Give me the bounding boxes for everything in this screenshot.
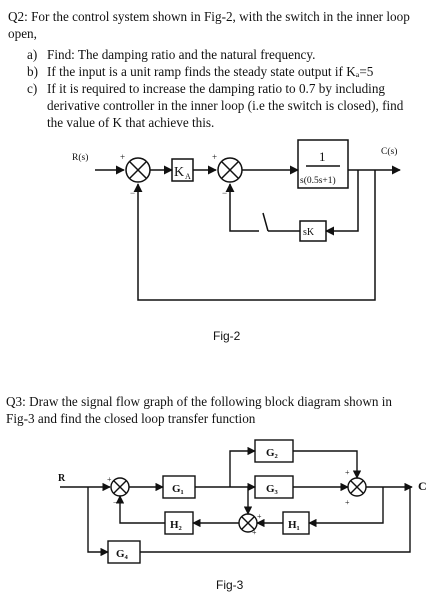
fig3-g2-label: G₂ — [266, 447, 279, 459]
svg-text:+: + — [252, 528, 257, 537]
svg-text:−: − — [130, 188, 135, 198]
fig3-g4-path — [140, 487, 411, 553]
fig2-plant-block — [297, 139, 349, 189]
fig2-output-label: C(s) — [381, 146, 397, 157]
fig2-gain-subscript: A — [185, 172, 191, 181]
svg-text:+: + — [257, 512, 262, 521]
svg-text:+: + — [107, 475, 112, 484]
fig2-outer-feedback — [133, 170, 376, 301]
fig2-caption: Fig-2 — [213, 329, 241, 343]
q2-item-c-line1: If it is required to increase the dampin… — [47, 81, 386, 96]
fig3-h2-label: H₂ — [170, 519, 183, 531]
fig2-inner-feedback — [325, 170, 359, 236]
q2-item-c-marker: c) — [27, 81, 38, 96]
fig2-switch — [262, 212, 269, 232]
fig3-output-label: C — [418, 479, 427, 493]
fig2-input-label: R(s) — [72, 152, 88, 163]
q3-heading-line1: Q3: Draw the signal flow graph of the fo… — [6, 394, 393, 409]
q2-item-c-line2: derivative controller in the inner loop … — [47, 98, 404, 113]
fig2-sk-label: sK — [303, 227, 315, 238]
fig3-g1-label: G₁ — [172, 483, 184, 495]
fig2-gain-label: K — [174, 165, 184, 180]
q2-heading-line2: open, — [8, 26, 37, 41]
svg-text:+: + — [345, 468, 350, 477]
fig3-g4-label: G₄ — [116, 548, 129, 560]
svg-text:−: − — [222, 188, 227, 198]
svg-text:+: + — [345, 498, 350, 507]
svg-text:+: + — [120, 152, 125, 162]
fig3-h1-feedback — [308, 487, 384, 528]
fig3-g3-label: G₃ — [266, 483, 279, 495]
fig3-caption: Fig-3 — [216, 578, 244, 592]
q3-heading-line2: Fig-3 and find the closed loop transfer … — [6, 411, 256, 426]
fig2-plant-numerator: 1 — [319, 149, 326, 164]
fig3-input-label: R — [58, 473, 66, 484]
svg-text:−: − — [113, 498, 118, 507]
q2-item-c-line3: the value of K that achieve this. — [47, 115, 215, 130]
q2-item-b-marker: b) — [27, 64, 38, 79]
svg-text:+: + — [212, 152, 217, 162]
q2-item-a-text: Find: The damping ratio and the natural … — [47, 47, 316, 62]
q2-item-a-marker: a) — [27, 47, 38, 62]
q2-heading-line1: Q2: For the control system shown in Fig-… — [8, 9, 410, 24]
fig3-h2-feedback — [115, 495, 165, 524]
fig3-h1-label: H₁ — [288, 519, 300, 531]
q2-item-b-text: If the input is a unit ramp finds the st… — [47, 64, 374, 79]
fig2-plant-denominator: s(0.5s+1) — [300, 175, 336, 186]
